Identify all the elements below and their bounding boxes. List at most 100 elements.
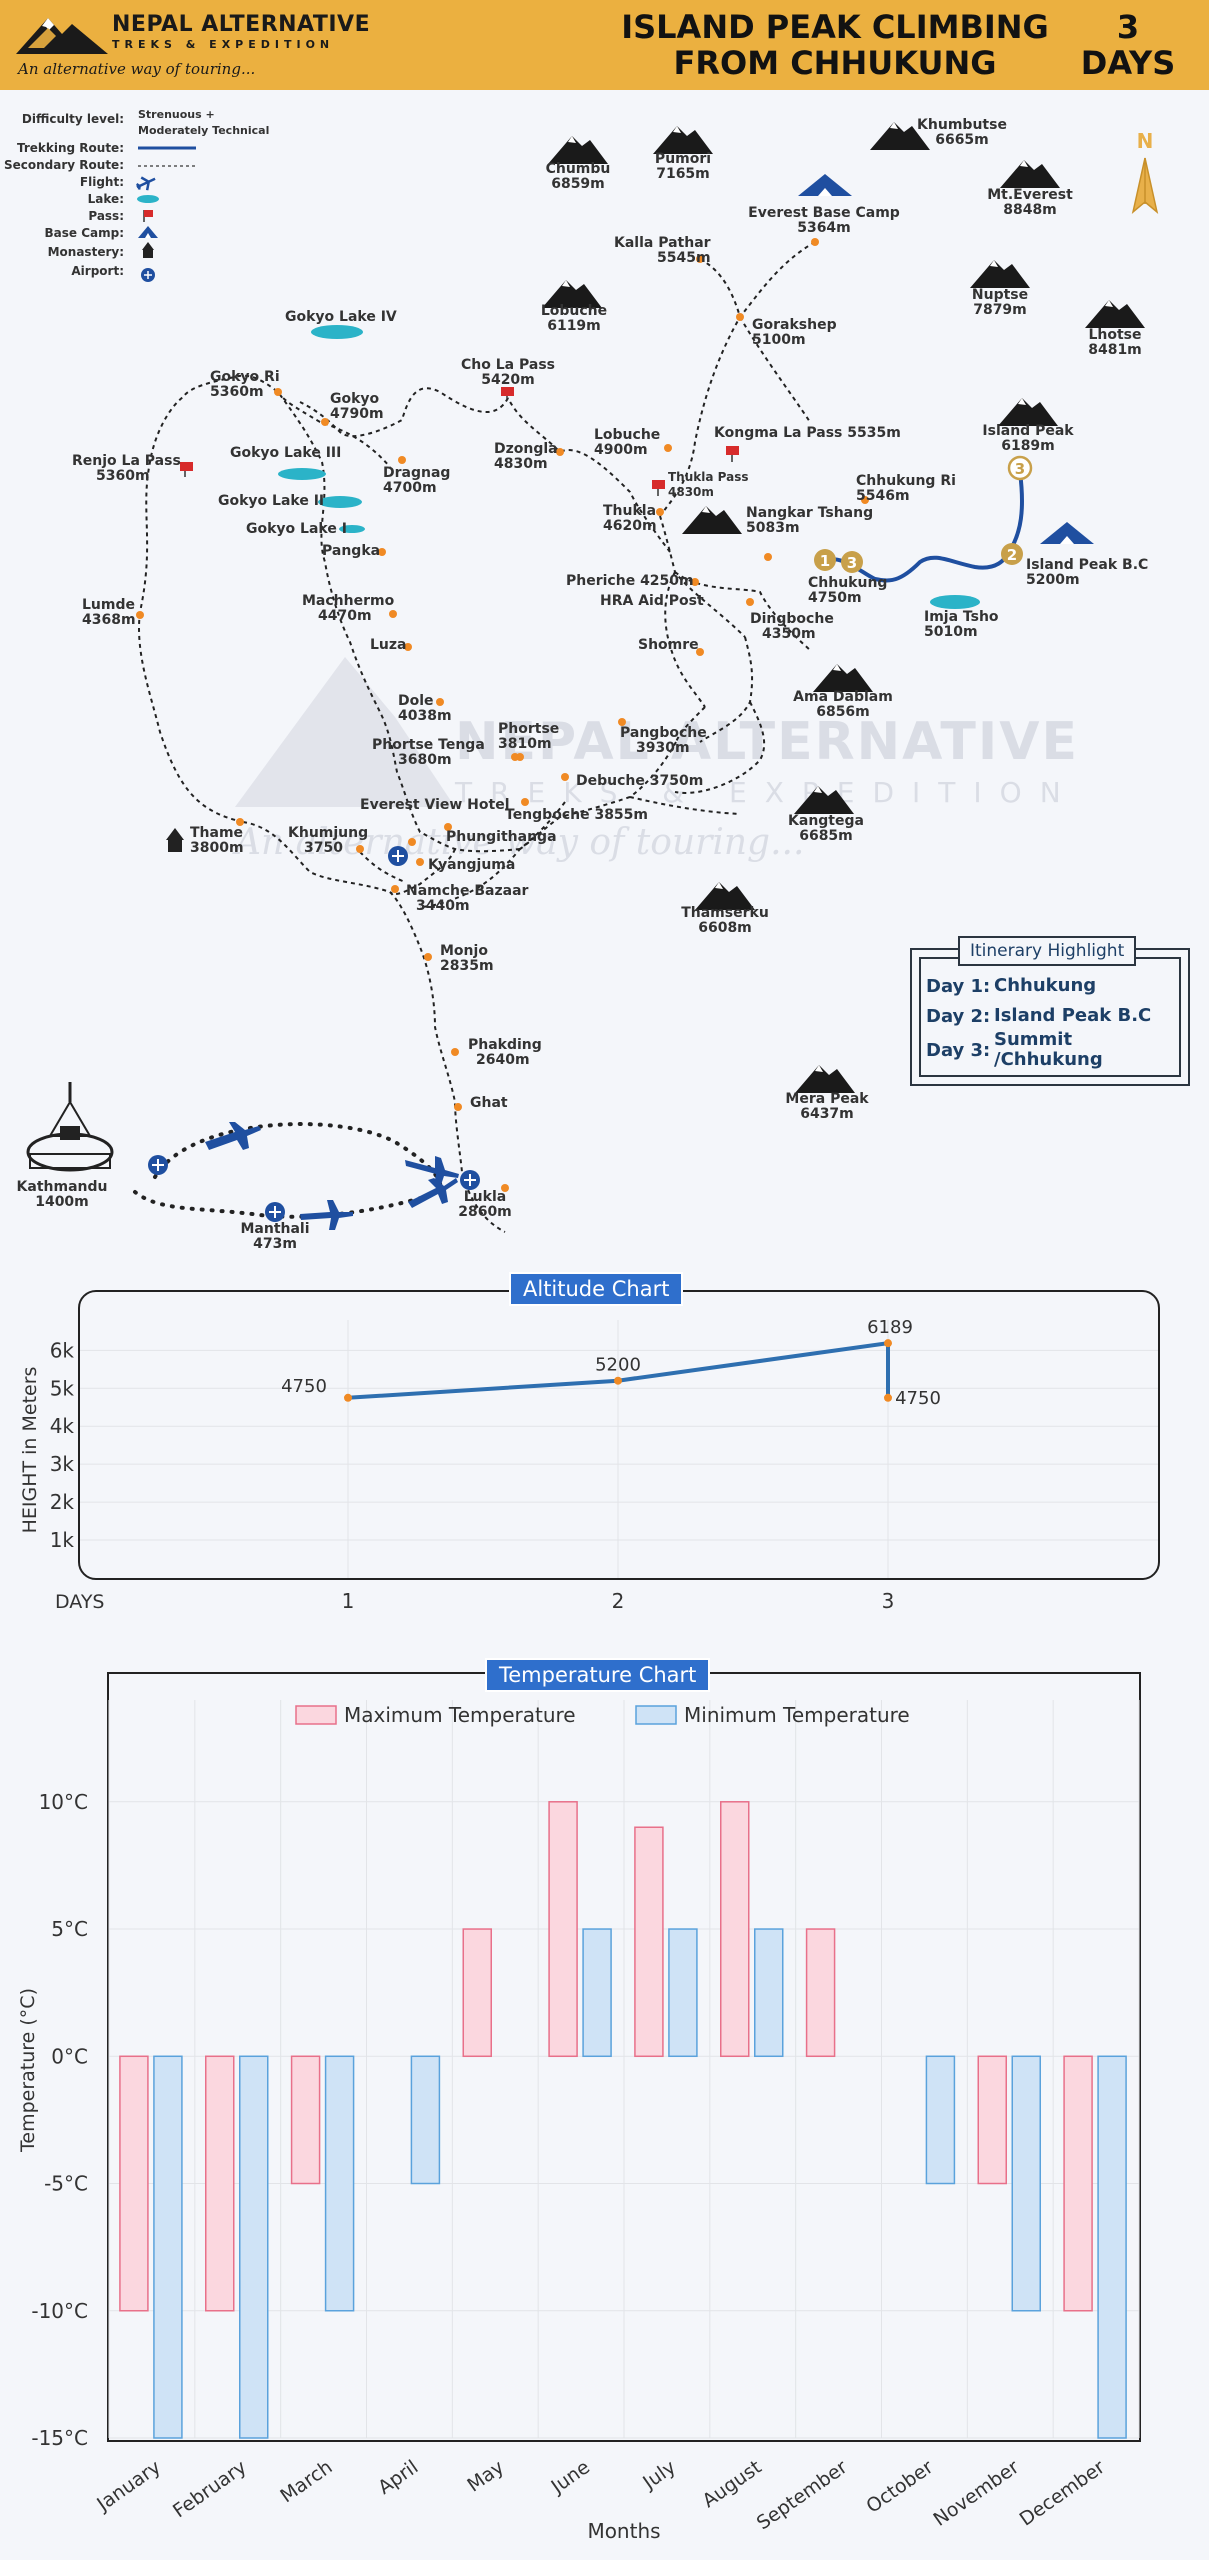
altitude-point <box>884 1393 892 1402</box>
min-temp-bar <box>153 2055 183 2439</box>
month-tick-label: June <box>547 2456 594 2498</box>
max-temp-bar <box>548 1801 578 2058</box>
svg-text:2: 2 <box>1007 546 1017 564</box>
max-temp-bar <box>634 1826 664 2058</box>
gokyo-lake-iv-icon <box>311 325 363 339</box>
legend-label: Pass: <box>88 209 124 223</box>
day-3-marker <box>841 551 863 573</box>
y-tick-label: 2k <box>50 1490 75 1514</box>
place-label: Gokyo Lake III <box>230 445 342 461</box>
altitude-data-label: 4750 <box>281 1376 327 1397</box>
altitude-series-line <box>347 1340 890 1400</box>
month-tick-label: July <box>638 2456 679 2494</box>
watermark-brand: NEPAL ALTERNATIVE <box>455 712 1079 772</box>
island-peak-icon <box>998 398 1058 426</box>
airport-icon <box>265 1202 285 1222</box>
itinerary-day-text: Island Peak B.C <box>994 1005 1152 1026</box>
month-tick-label: November <box>930 2456 1024 2531</box>
max-temp-bar <box>1063 2055 1093 2312</box>
x-axis-label: Months <box>587 2519 660 2543</box>
min-temp-bar <box>1097 2055 1127 2439</box>
legend-label: Base Camp: <box>44 226 125 240</box>
pass-flag-icon <box>143 210 153 222</box>
base-camp-icon <box>138 226 158 238</box>
monastery-icon <box>166 828 184 852</box>
everest-peak-icon <box>1000 160 1060 188</box>
legend-difficulty-value-1: Strenuous + <box>138 108 215 121</box>
place-label: Kongma La Pass 5535m <box>714 425 901 441</box>
airport-icon <box>388 846 408 866</box>
place-label: Pangka <box>322 543 381 559</box>
legend-symbols <box>135 146 196 282</box>
y-tick-label: 1k <box>50 1528 75 1552</box>
altitude-point <box>884 1339 892 1348</box>
place-label: Kyangjuma <box>428 857 516 873</box>
svg-text:3: 3 <box>847 554 857 572</box>
place-label: HRA Aid Post <box>600 593 704 609</box>
x-tick-label: 3 <box>882 1589 895 1613</box>
max-temp-bar <box>119 2055 149 2312</box>
mera-peak-icon <box>795 1065 855 1093</box>
month-tick-label: December <box>1016 2456 1109 2531</box>
y-tick-label: 0°C <box>51 2044 88 2068</box>
brand-tagline: An alternative way of touring... <box>18 60 256 78</box>
y-tick-label: -5°C <box>44 2172 88 2196</box>
svg-text:1: 1 <box>820 552 830 570</box>
page-title-line2: FROM CHHUKUNG <box>673 44 997 82</box>
place-label: Gokyo Lake II <box>218 493 325 509</box>
y-axis-label: Temperature (°C) <box>17 1988 39 2153</box>
min-temp-bar <box>668 1928 698 2058</box>
place-label: Shomre <box>638 637 699 653</box>
max-temp-bar <box>720 1801 750 2058</box>
lhotse-peak-icon <box>1085 300 1145 328</box>
legend-swatch <box>295 1705 337 1725</box>
place-label: Gokyo Lake I <box>246 521 347 537</box>
place-label: Pheriche 4250m <box>566 573 694 589</box>
y-tick-label: 5°C <box>51 1917 88 1941</box>
min-temp-bar <box>582 1928 612 2058</box>
min-temp-bar <box>239 2055 269 2439</box>
gokyo-lake-iii-icon <box>278 468 326 480</box>
itinerary-day-label: Day 3: <box>926 1040 991 1061</box>
place-label: Ghat <box>470 1095 508 1111</box>
place-label: Debuche 3750m <box>576 773 704 789</box>
temperature-chart-title: Temperature Chart <box>485 1658 711 1692</box>
duration-unit: DAYS <box>1080 44 1176 82</box>
min-temp-bar <box>754 1928 784 2058</box>
header-banner: NEPAL ALTERNATIVE TREKS & EXPEDITION An … <box>0 0 1209 90</box>
max-temp-bar <box>462 1928 492 2058</box>
altitude-data-label: 5200 <box>595 1355 641 1376</box>
min-temp-bar <box>410 2055 441 2185</box>
min-temp-bar <box>925 2055 956 2185</box>
monastery-icon <box>142 242 154 258</box>
pass-flag-icon <box>180 462 193 477</box>
flight-icon <box>205 1122 261 1150</box>
x-tick-label: 2 <box>612 1589 625 1613</box>
brand-subtitle: TREKS & EXPEDITION <box>112 38 335 51</box>
itinerary-day-text: /Chhukung <box>994 1049 1103 1070</box>
min-temp-bar <box>1011 2055 1041 2312</box>
itinerary-highlight-box: Itinerary Highlight Day 1: Chhukung Day … <box>910 936 1190 1086</box>
